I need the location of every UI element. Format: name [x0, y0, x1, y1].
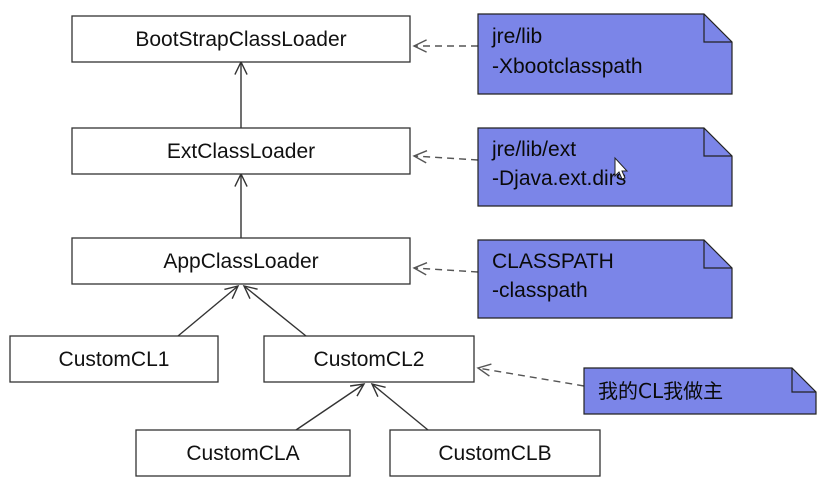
- note-custom2: 我的CL我做主: [583, 367, 817, 415]
- mouse-cursor-icon: [614, 156, 629, 180]
- arrowhead-note-ext-to-ext: [412, 150, 428, 164]
- arrowhead-customA-to-custom2: [350, 383, 366, 397]
- node-customB-box: [389, 429, 601, 477]
- arrowhead-note-bootstrap-to-bootstrap: [412, 39, 427, 53]
- note-ext-fold: [703, 128, 732, 157]
- edge-customB-to-custom2: [371, 383, 429, 431]
- node-bootstrap-label: BootStrapClassLoader: [135, 28, 346, 51]
- note-custom2-line1: 我的CL我做主: [598, 379, 723, 403]
- note-app-line2: -classpath: [492, 279, 588, 302]
- node-customB-label: CustomCLB: [438, 442, 551, 465]
- node-ext-label: ExtClassLoader: [167, 140, 315, 163]
- edge-note-custom2-to-custom2: [477, 367, 585, 387]
- node-ext: ExtClassLoader: [71, 127, 411, 175]
- arrowhead-customB-to-custom2: [370, 382, 386, 397]
- node-custom1-box: [9, 335, 219, 383]
- arrowhead-custom2-to-app: [242, 284, 258, 299]
- node-bootstrap-box: [71, 15, 411, 63]
- edge-customA-to-custom2: [295, 383, 365, 431]
- note-bootstrap-fold: [703, 14, 732, 43]
- note-custom2-fold: [791, 368, 816, 393]
- note-app-fold: [703, 240, 732, 269]
- node-bootstrap: BootStrapClassLoader: [71, 15, 411, 63]
- node-custom1-label: CustomCL1: [59, 348, 170, 371]
- arrowhead-custom1-to-app: [224, 284, 240, 299]
- note-ext-line1: jre/lib/ext: [491, 138, 576, 161]
- edge-custom2-to-app: [243, 285, 307, 337]
- note-ext-line2: -Djava.ext.dirs: [492, 167, 626, 190]
- arrowhead-note-app-to-app: [412, 262, 428, 276]
- node-customA: CustomCLA: [135, 429, 351, 477]
- note-app-line1: CLASSPATH: [492, 250, 614, 273]
- note-bootstrap: jre/lib -Xbootclasspath: [477, 13, 733, 95]
- node-app: AppClassLoader: [71, 237, 411, 285]
- note-bootstrap-shape: [477, 13, 733, 95]
- node-app-box: [71, 237, 411, 285]
- node-custom2-box: [263, 335, 475, 383]
- node-ext-box: [71, 127, 411, 175]
- node-customA-box: [135, 429, 351, 477]
- note-app-shape: [477, 239, 733, 319]
- edge-note-app-to-app: [413, 267, 479, 273]
- node-customA-label: CustomCLA: [186, 442, 299, 465]
- note-bootstrap-line2: -Xbootclasspath: [492, 55, 643, 78]
- node-custom2-label: CustomCL2: [314, 348, 425, 371]
- node-app-label: AppClassLoader: [163, 250, 318, 273]
- arrowhead-note-custom2-to-custom2: [476, 363, 492, 377]
- note-ext-shape: [477, 127, 733, 207]
- note-ext: jre/lib/ext -Djava.ext.dirs: [477, 127, 733, 207]
- edge-custom1-to-app: [177, 285, 239, 337]
- node-customB: CustomCLB: [389, 429, 601, 477]
- note-bootstrap-line1: jre/lib: [491, 25, 542, 48]
- edge-note-ext-to-ext: [413, 155, 479, 161]
- node-custom2: CustomCL2: [263, 335, 475, 383]
- note-custom2-shape: [583, 367, 817, 415]
- edges: [177, 39, 585, 431]
- note-app: CLASSPATH -classpath: [477, 239, 733, 319]
- node-custom1: CustomCL1: [9, 335, 219, 383]
